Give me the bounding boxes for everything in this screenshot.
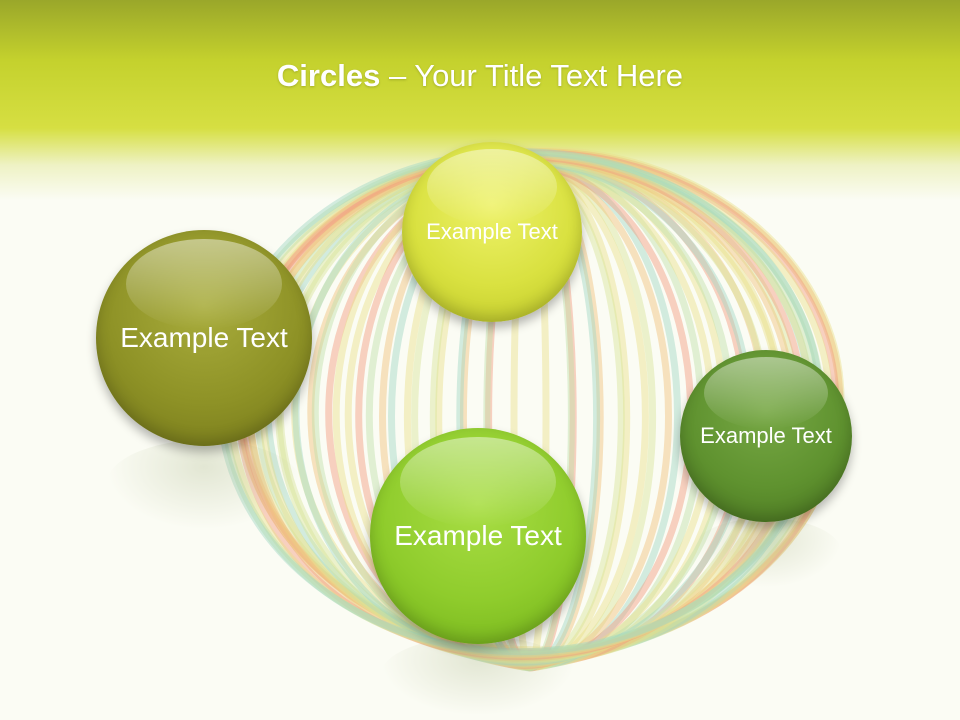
title-bold: Circles <box>276 58 381 93</box>
circle-reflection <box>690 518 842 588</box>
circle-label: Example Text <box>426 219 558 244</box>
circle-olive[interactable]: Example Text <box>96 230 312 446</box>
circle-label: Example Text <box>394 520 562 551</box>
circle-label: Example Text <box>700 423 832 448</box>
circle-yellow[interactable]: Example Text <box>402 142 582 322</box>
title-rest: – Your Title Text Here <box>380 58 684 93</box>
circle-lime[interactable]: Example Text <box>370 428 586 644</box>
circle-label: Example Text <box>120 322 288 353</box>
circle-reflection <box>380 636 576 716</box>
circle-reflection <box>106 440 302 530</box>
circle-dark-green[interactable]: Example Text <box>680 350 852 522</box>
slide-title[interactable]: Circles – Your Title Text Here <box>0 52 960 100</box>
